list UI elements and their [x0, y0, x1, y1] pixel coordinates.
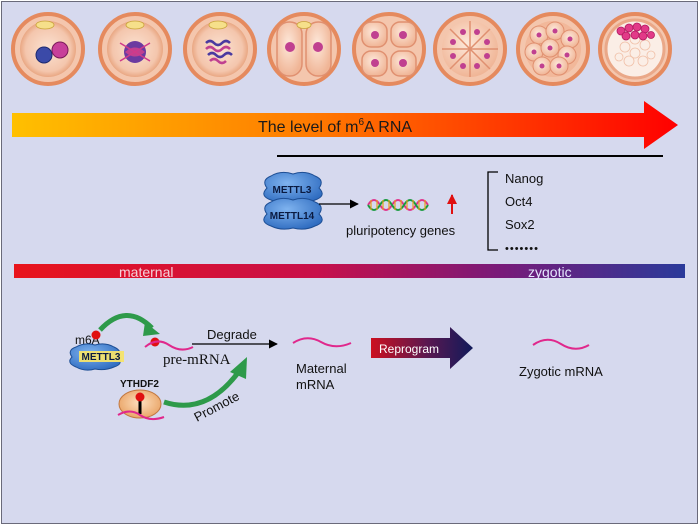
zygotic-label: zygotic [528, 264, 572, 280]
mettl-complex: METTL3 METTL14 [263, 171, 323, 230]
mettl14-protein-icon: METTL14 [263, 197, 323, 230]
zygotic-mrna-strand [532, 338, 590, 350]
stage-two-cell-icon [267, 12, 341, 86]
m6a-mark-dot [91, 330, 101, 340]
degrade-label: Degrade [207, 327, 257, 342]
m6a-level-label: The level of m6A RNA [258, 117, 412, 136]
zygotic-mrna-label: Zygotic mRNA [519, 364, 603, 379]
bound-mrna-strand [117, 410, 165, 421]
stage-zygote-chromosomes-icon [183, 12, 257, 86]
embryo-stages-row [11, 12, 672, 86]
stage-eight-cell-icon [433, 12, 507, 86]
maternal-mrna-strand [292, 337, 352, 348]
m6a-level-arrow: The level of m6A RNA [12, 101, 678, 149]
gene-ellipsis: ••••••• [505, 243, 539, 255]
mettl3-writer-icon: METTL3 [69, 343, 124, 371]
gene-oct4: Oct4 [505, 194, 532, 209]
gene-bracket [487, 171, 498, 251]
promote-arrowhead [230, 357, 247, 379]
maternal-mrna-label-line2: mRNA [296, 377, 335, 392]
stage-four-cell-icon [352, 12, 426, 86]
maternal-label: maternal [119, 264, 173, 280]
pluripotency-genes-label: pluripotency genes [346, 223, 456, 238]
methylation-green-arrow [98, 313, 154, 332]
pre-mrna-strand [144, 340, 194, 351]
reprogram-label: Reprogram [379, 342, 439, 356]
stage-blastocyst-icon [598, 12, 672, 86]
stage-morula-icon [516, 12, 590, 86]
maternal-mrna-label-line1: Maternal [296, 361, 347, 376]
stage-zygote-icon [11, 12, 85, 86]
reprogram-arrow: Reprogram [371, 327, 473, 369]
gene-sox2: Sox2 [505, 217, 535, 232]
mettl3-protein-icon: METTL3 [263, 171, 323, 204]
pre-mrna-label: pre-mRNA [163, 352, 231, 368]
dna-helix-icon [367, 199, 429, 211]
mettl3-label: METTL3 [273, 185, 312, 196]
mettl3-writer-label: METTL3 [82, 352, 121, 363]
maternal-zygotic-bar: maternal zygotic [14, 264, 685, 280]
ythdf2-label: YTHDF2 [120, 379, 159, 390]
promote-green-arrow [163, 368, 243, 408]
stage-zygote-spindle-icon [98, 12, 172, 86]
gene-nanog: Nanog [505, 171, 543, 186]
mettl14-label: METTL14 [270, 211, 315, 222]
methylation-arrowhead [143, 322, 160, 336]
